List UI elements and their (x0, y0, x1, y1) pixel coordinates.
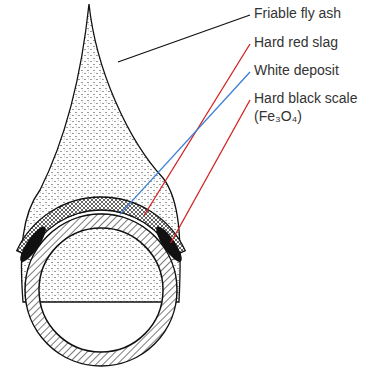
callout-label: Hard black scale (Fe₃O₄) (252, 90, 376, 125)
leader-line (120, 72, 250, 214)
leader-line (118, 15, 250, 62)
tube-wall (25, 214, 177, 366)
boiler-tube (16, 4, 185, 366)
callout-label: Friable fly ash (252, 5, 343, 23)
leader-line (171, 100, 250, 243)
leader-lines (118, 15, 250, 243)
callout-label: Hard red slag (252, 34, 340, 52)
callout-label: White deposit (252, 62, 341, 80)
